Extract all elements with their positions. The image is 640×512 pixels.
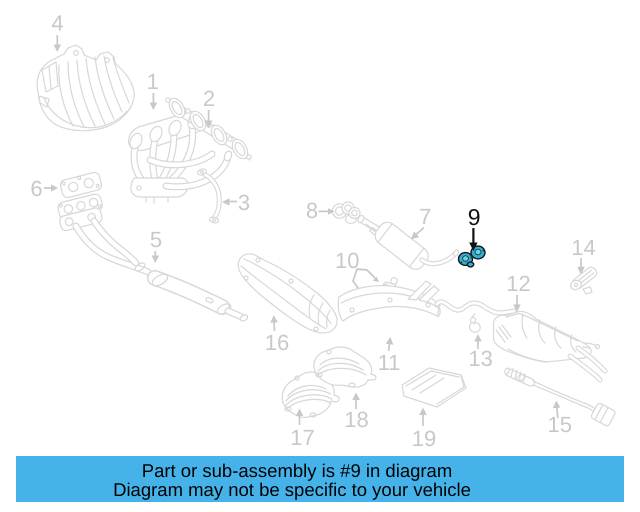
svg-text:7: 7	[419, 204, 431, 229]
svg-text:11: 11	[378, 350, 401, 375]
svg-text:8: 8	[306, 198, 318, 223]
svg-text:Part or sub-assembly is #9 in: Part or sub-assembly is #9 in diagram	[142, 460, 453, 481]
svg-text:16: 16	[265, 330, 289, 355]
svg-text:10: 10	[335, 248, 359, 273]
svg-text:3: 3	[238, 190, 250, 215]
svg-text:14: 14	[571, 235, 595, 260]
svg-text:5: 5	[150, 227, 162, 252]
svg-text:9: 9	[468, 204, 481, 230]
svg-text:12: 12	[506, 271, 530, 296]
svg-text:19: 19	[412, 426, 436, 451]
svg-text:6: 6	[30, 176, 42, 201]
svg-text:18: 18	[344, 407, 368, 432]
svg-text:15: 15	[548, 412, 572, 437]
svg-text:4: 4	[51, 11, 63, 36]
svg-text:2: 2	[203, 86, 215, 111]
svg-text:13: 13	[468, 346, 492, 371]
svg-text:17: 17	[290, 425, 314, 450]
svg-text:1: 1	[147, 69, 159, 94]
svg-text:Diagram may not be specific to: Diagram may not be specific to your vehi…	[113, 479, 471, 500]
